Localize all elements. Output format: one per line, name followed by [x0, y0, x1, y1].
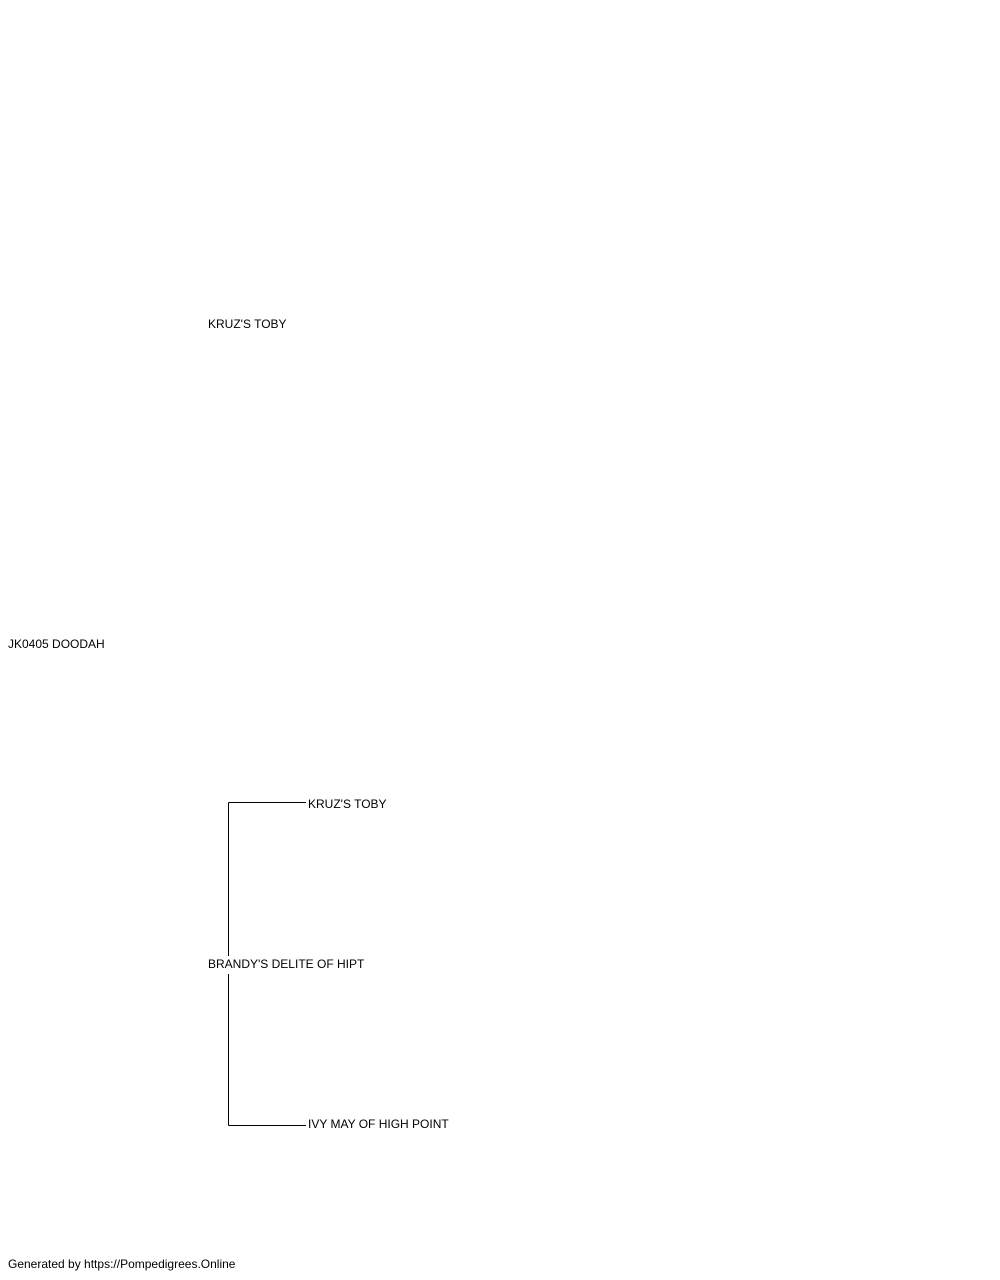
dam-name[interactable]: BRANDY'S DELITE OF HIPT — [208, 957, 365, 971]
sire-name[interactable]: KRUZ'S TOBY — [208, 317, 287, 331]
generator-credit: Generated by https://Pompedigrees.Online — [8, 1257, 236, 1271]
subject-name[interactable]: JK0405 DOODAH — [8, 637, 105, 651]
dam-sire-name[interactable]: KRUZ'S TOBY — [308, 797, 387, 811]
dam-dam-name[interactable]: IVY MAY OF HIGH POINT — [308, 1117, 449, 1131]
